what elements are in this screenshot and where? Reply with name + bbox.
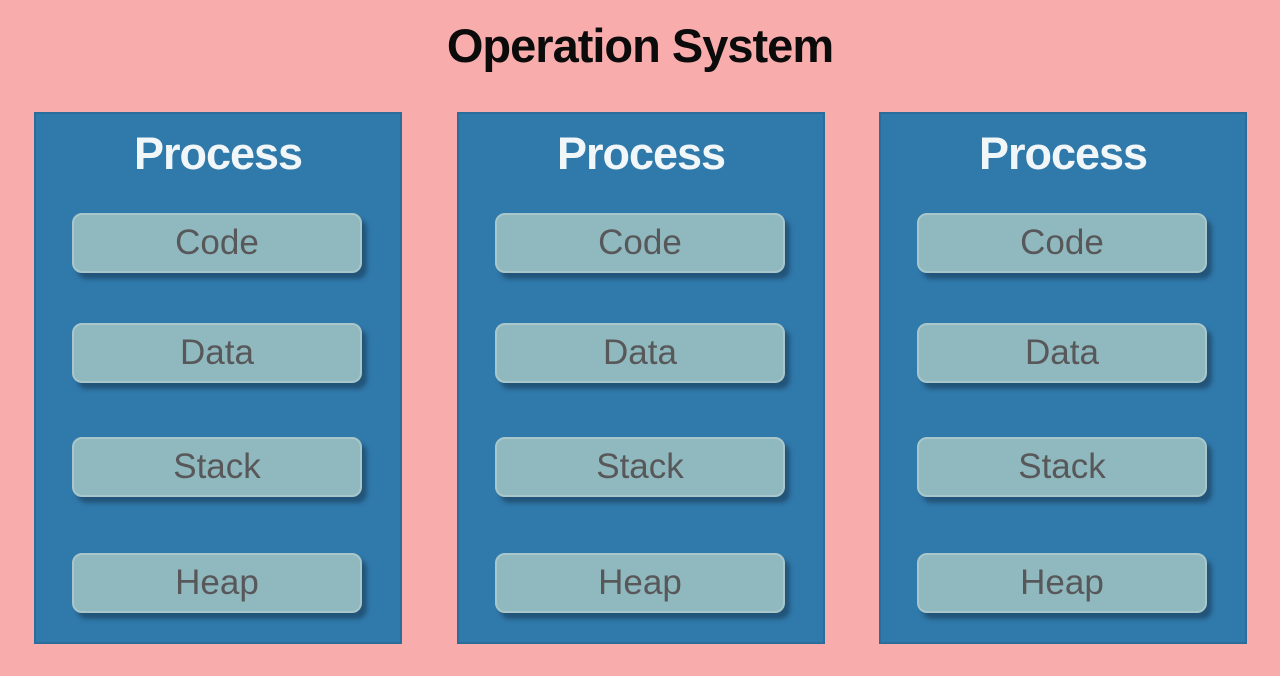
bottom-white-strip xyxy=(0,676,1280,679)
segment-stack: Stack xyxy=(72,437,362,497)
segment-data: Data xyxy=(72,323,362,383)
segment-heap: Heap xyxy=(72,553,362,613)
segment-code: Code xyxy=(495,213,785,273)
segment-code: Code xyxy=(917,213,1207,273)
process-panel-3: Process Code Data Stack Heap xyxy=(879,112,1247,644)
segment-data: Data xyxy=(917,323,1207,383)
segment-heap: Heap xyxy=(495,553,785,613)
segment-code: Code xyxy=(72,213,362,273)
segment-data: Data xyxy=(495,323,785,383)
process-title: Process xyxy=(133,128,303,179)
segment-heap: Heap xyxy=(917,553,1207,613)
process-panel-1: Process Code Data Stack Heap xyxy=(34,112,402,644)
process-title: Process xyxy=(978,128,1148,179)
process-title: Process xyxy=(556,128,726,179)
page-title: Operation System xyxy=(446,19,834,72)
segment-stack: Stack xyxy=(917,437,1207,497)
segment-stack: Stack xyxy=(495,437,785,497)
process-panel-2: Process Code Data Stack Heap xyxy=(457,112,825,644)
